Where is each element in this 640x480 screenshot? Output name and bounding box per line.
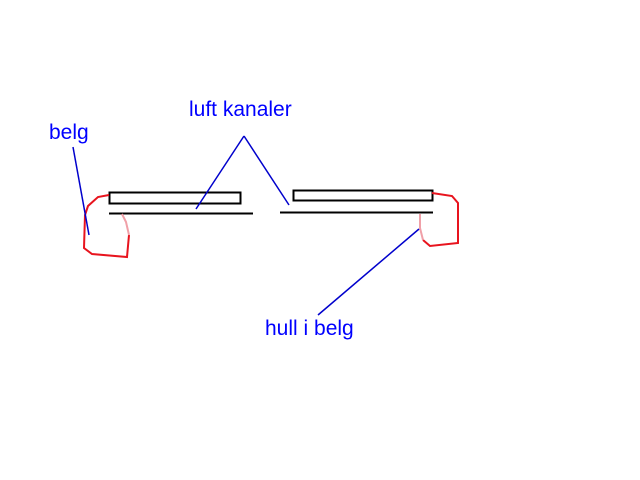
right-bellows-fade — [419, 214, 424, 241]
belg-label: belg — [49, 121, 89, 144]
luft-kanaler-label: luft kanaler — [189, 98, 292, 121]
left-bellows-fade — [121, 213, 130, 236]
left-bellows — [82, 194, 130, 259]
right-bellows — [422, 192, 459, 248]
hull-i-belg-leader-line — [317, 228, 420, 316]
left-channel-plate — [108, 191, 242, 205]
hull-i-belg-label: hull i belg — [265, 317, 354, 340]
belg-leader-line — [72, 146, 90, 236]
luft-kanaler-leader-right — [243, 135, 290, 206]
right-channel-plate — [292, 189, 434, 202]
luft-kanaler-leader-left — [195, 135, 245, 210]
